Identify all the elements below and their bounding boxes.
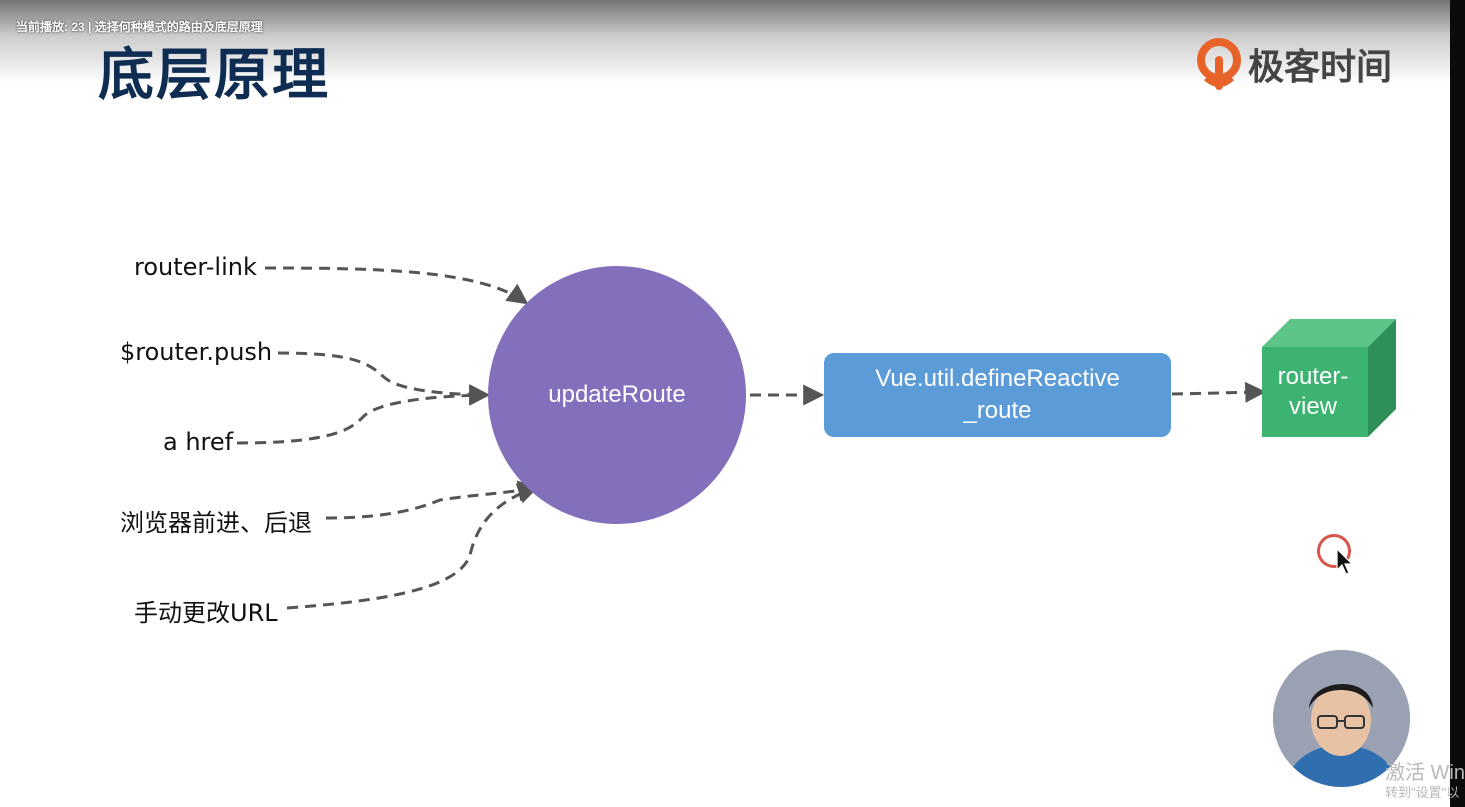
- windows-activation-watermark: 激活 Win: [1385, 762, 1465, 784]
- router-view-label-line2: view: [1288, 393, 1337, 420]
- arrow-browser-nav: [325, 480, 540, 520]
- windows-activation-hint: 转到"设置"以: [1385, 785, 1460, 800]
- geektime-logo-icon: [1197, 38, 1241, 90]
- arrow-router-push: [277, 351, 491, 406]
- router-view-cube: [1262, 319, 1396, 437]
- player-now-playing-title: 当前播放: 23 | 选择何种模式的路由及底层原理: [16, 20, 263, 34]
- source-router-push: $router.push: [120, 338, 273, 366]
- arrow-router-link: [264, 266, 529, 305]
- arrow-manual-url: [286, 483, 539, 610]
- presenter-webcam: [1273, 650, 1410, 787]
- brand-name: 极客时间: [1248, 47, 1393, 88]
- brand-logo: 极客时间: [1196, 38, 1392, 90]
- source-router-link: router-link: [134, 253, 257, 281]
- define-reactive-line2: _route: [963, 397, 1032, 424]
- right-edge-bar: [1450, 0, 1465, 807]
- cursor-highlight-ring: [1317, 534, 1351, 568]
- mouse-cursor-icon: [1336, 548, 1354, 575]
- update-route-node: updateRoute: [488, 266, 746, 524]
- arrow-reactive-to-view: [1171, 381, 1267, 403]
- arrow-a-href: [236, 384, 491, 445]
- source-a-href: a href: [163, 428, 234, 456]
- router-view-label: router- view: [1263, 362, 1363, 422]
- source-manual-url: 手动更改URL: [134, 599, 278, 627]
- define-reactive-line1: Vue.util.defineReactive: [875, 365, 1120, 392]
- update-route-label: updateRoute: [548, 381, 686, 408]
- router-view-label-line1: router-: [1277, 363, 1349, 390]
- define-reactive-node: Vue.util.defineReactive _route: [824, 353, 1171, 437]
- source-browser-nav: 浏览器前进、后退: [120, 509, 312, 537]
- slide-title: 底层原理: [98, 43, 330, 108]
